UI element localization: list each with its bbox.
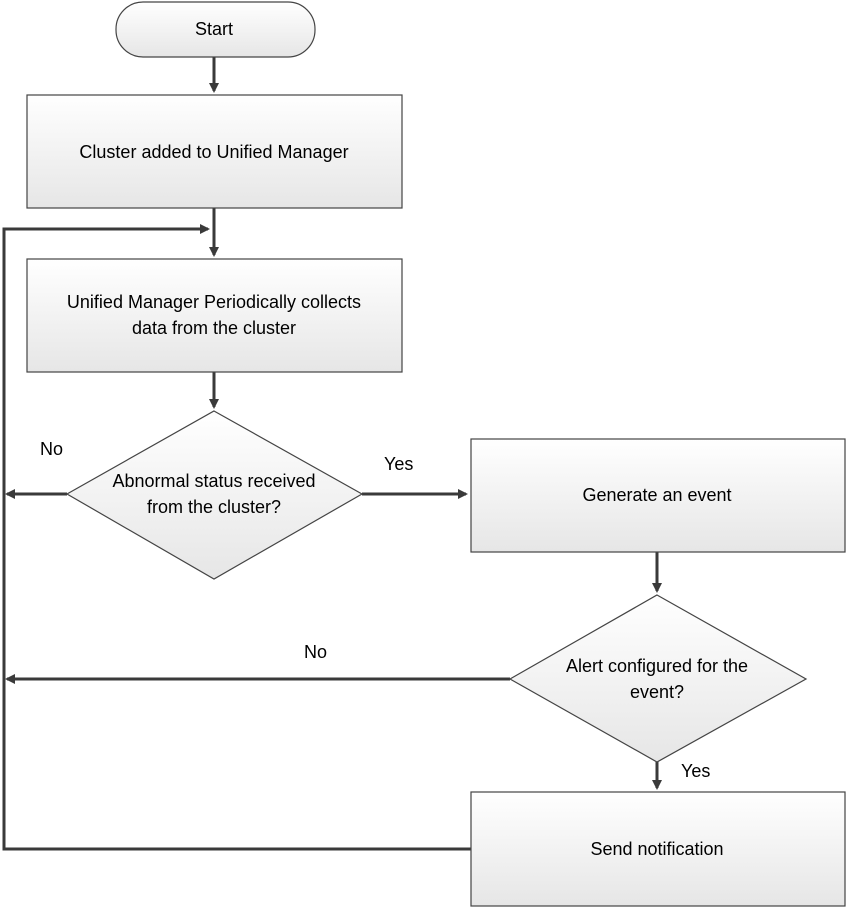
send-notification-label: Send notification bbox=[590, 839, 723, 859]
collects-label-line2: data from the cluster bbox=[132, 318, 296, 338]
abnormal-decision bbox=[65, 410, 364, 580]
generate-event-label: Generate an event bbox=[582, 485, 731, 505]
cluster-added-label: Cluster added to Unified Manager bbox=[79, 142, 348, 162]
collects-label-line1: Unified Manager Periodically collects bbox=[67, 292, 361, 312]
abnormal-label-line2: from the cluster? bbox=[147, 497, 281, 517]
alert-yes-label: Yes bbox=[681, 761, 710, 781]
alert-no-label: No bbox=[304, 642, 327, 662]
collects-process bbox=[26, 258, 403, 373]
abnormal-yes-label: Yes bbox=[384, 454, 413, 474]
abnormal-label-line1: Abnormal status received bbox=[112, 471, 315, 491]
connector-loop-back bbox=[2, 224, 471, 851]
start-terminator bbox=[115, 1, 316, 58]
abnormal-no-label: No bbox=[40, 439, 63, 459]
generate-event-process bbox=[470, 438, 846, 553]
start-label: Start bbox=[195, 19, 233, 39]
cluster-added-process bbox=[26, 94, 403, 209]
alert-label-line1: Alert configured for the bbox=[566, 656, 748, 676]
alert-decision bbox=[508, 594, 808, 763]
send-notification-process bbox=[470, 791, 846, 907]
alert-label-line2: event? bbox=[630, 682, 684, 702]
